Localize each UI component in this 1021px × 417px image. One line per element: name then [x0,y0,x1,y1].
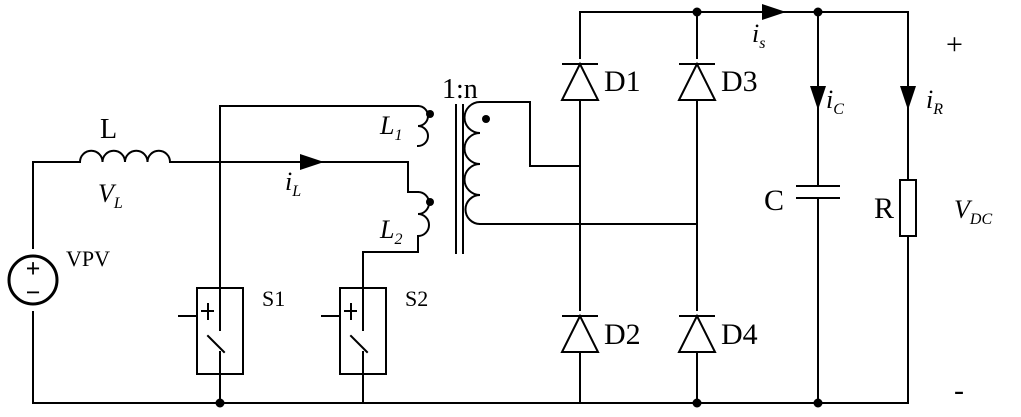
current-arrow-iR: iR [900,85,943,118]
inductor-L: L VL [78,114,172,212]
pv-source: + − VPV [7,246,110,307]
source-label: VPV [66,246,110,271]
output-plus-sign: + [946,28,963,61]
source-plus-sign: + [26,254,41,283]
turns-ratio-label: 1:n [442,74,478,105]
diode-D1-label: D1 [604,65,641,98]
output-minus-sign: - [954,374,964,407]
switch-S2-label: S2 [405,286,428,311]
output-voltage-label: VDC [954,195,992,228]
resistor-label: R [874,192,894,225]
current-arrow-iL: iL [285,154,324,200]
primary-L1-label: L1 [379,111,402,144]
switch-S1-label: S1 [262,286,285,311]
switch-S1: S1 [178,286,285,375]
inductor-label: L [100,114,117,145]
capacitor-C: C [764,184,840,217]
diode-D3-label: D3 [721,65,758,98]
diode-D4-label: D4 [721,318,758,351]
diode-D4: D4 [677,313,758,353]
capacitor-label: C [764,184,784,217]
polarity-dot-secondary [482,115,490,123]
source-minus-sign: − [26,278,41,307]
polarity-dot-L1 [426,110,434,118]
junction-dots [215,7,823,408]
switch-S2: S2 [321,286,428,375]
current-iL-label: iL [285,167,301,200]
diode-D3: D3 [677,61,758,101]
diode-D1: D1 [560,61,641,101]
polarity-dot-L2 [426,198,434,206]
primary-L2-label: L2 [379,215,402,248]
resistor-R: R [874,179,917,237]
current-iC-label: iC [826,85,844,118]
current-iR-label: iR [926,85,943,118]
diode-D2-label: D2 [604,318,641,351]
transformer: 1:n L1 L2 [379,74,490,254]
current-is-label: is [752,19,765,52]
diode-D2: D2 [560,313,641,353]
inductor-voltage-label: VL [98,179,123,212]
current-arrow-is: is [752,4,786,52]
output-voltage: + - VDC [946,28,992,407]
current-arrow-iC: iC [810,85,844,118]
